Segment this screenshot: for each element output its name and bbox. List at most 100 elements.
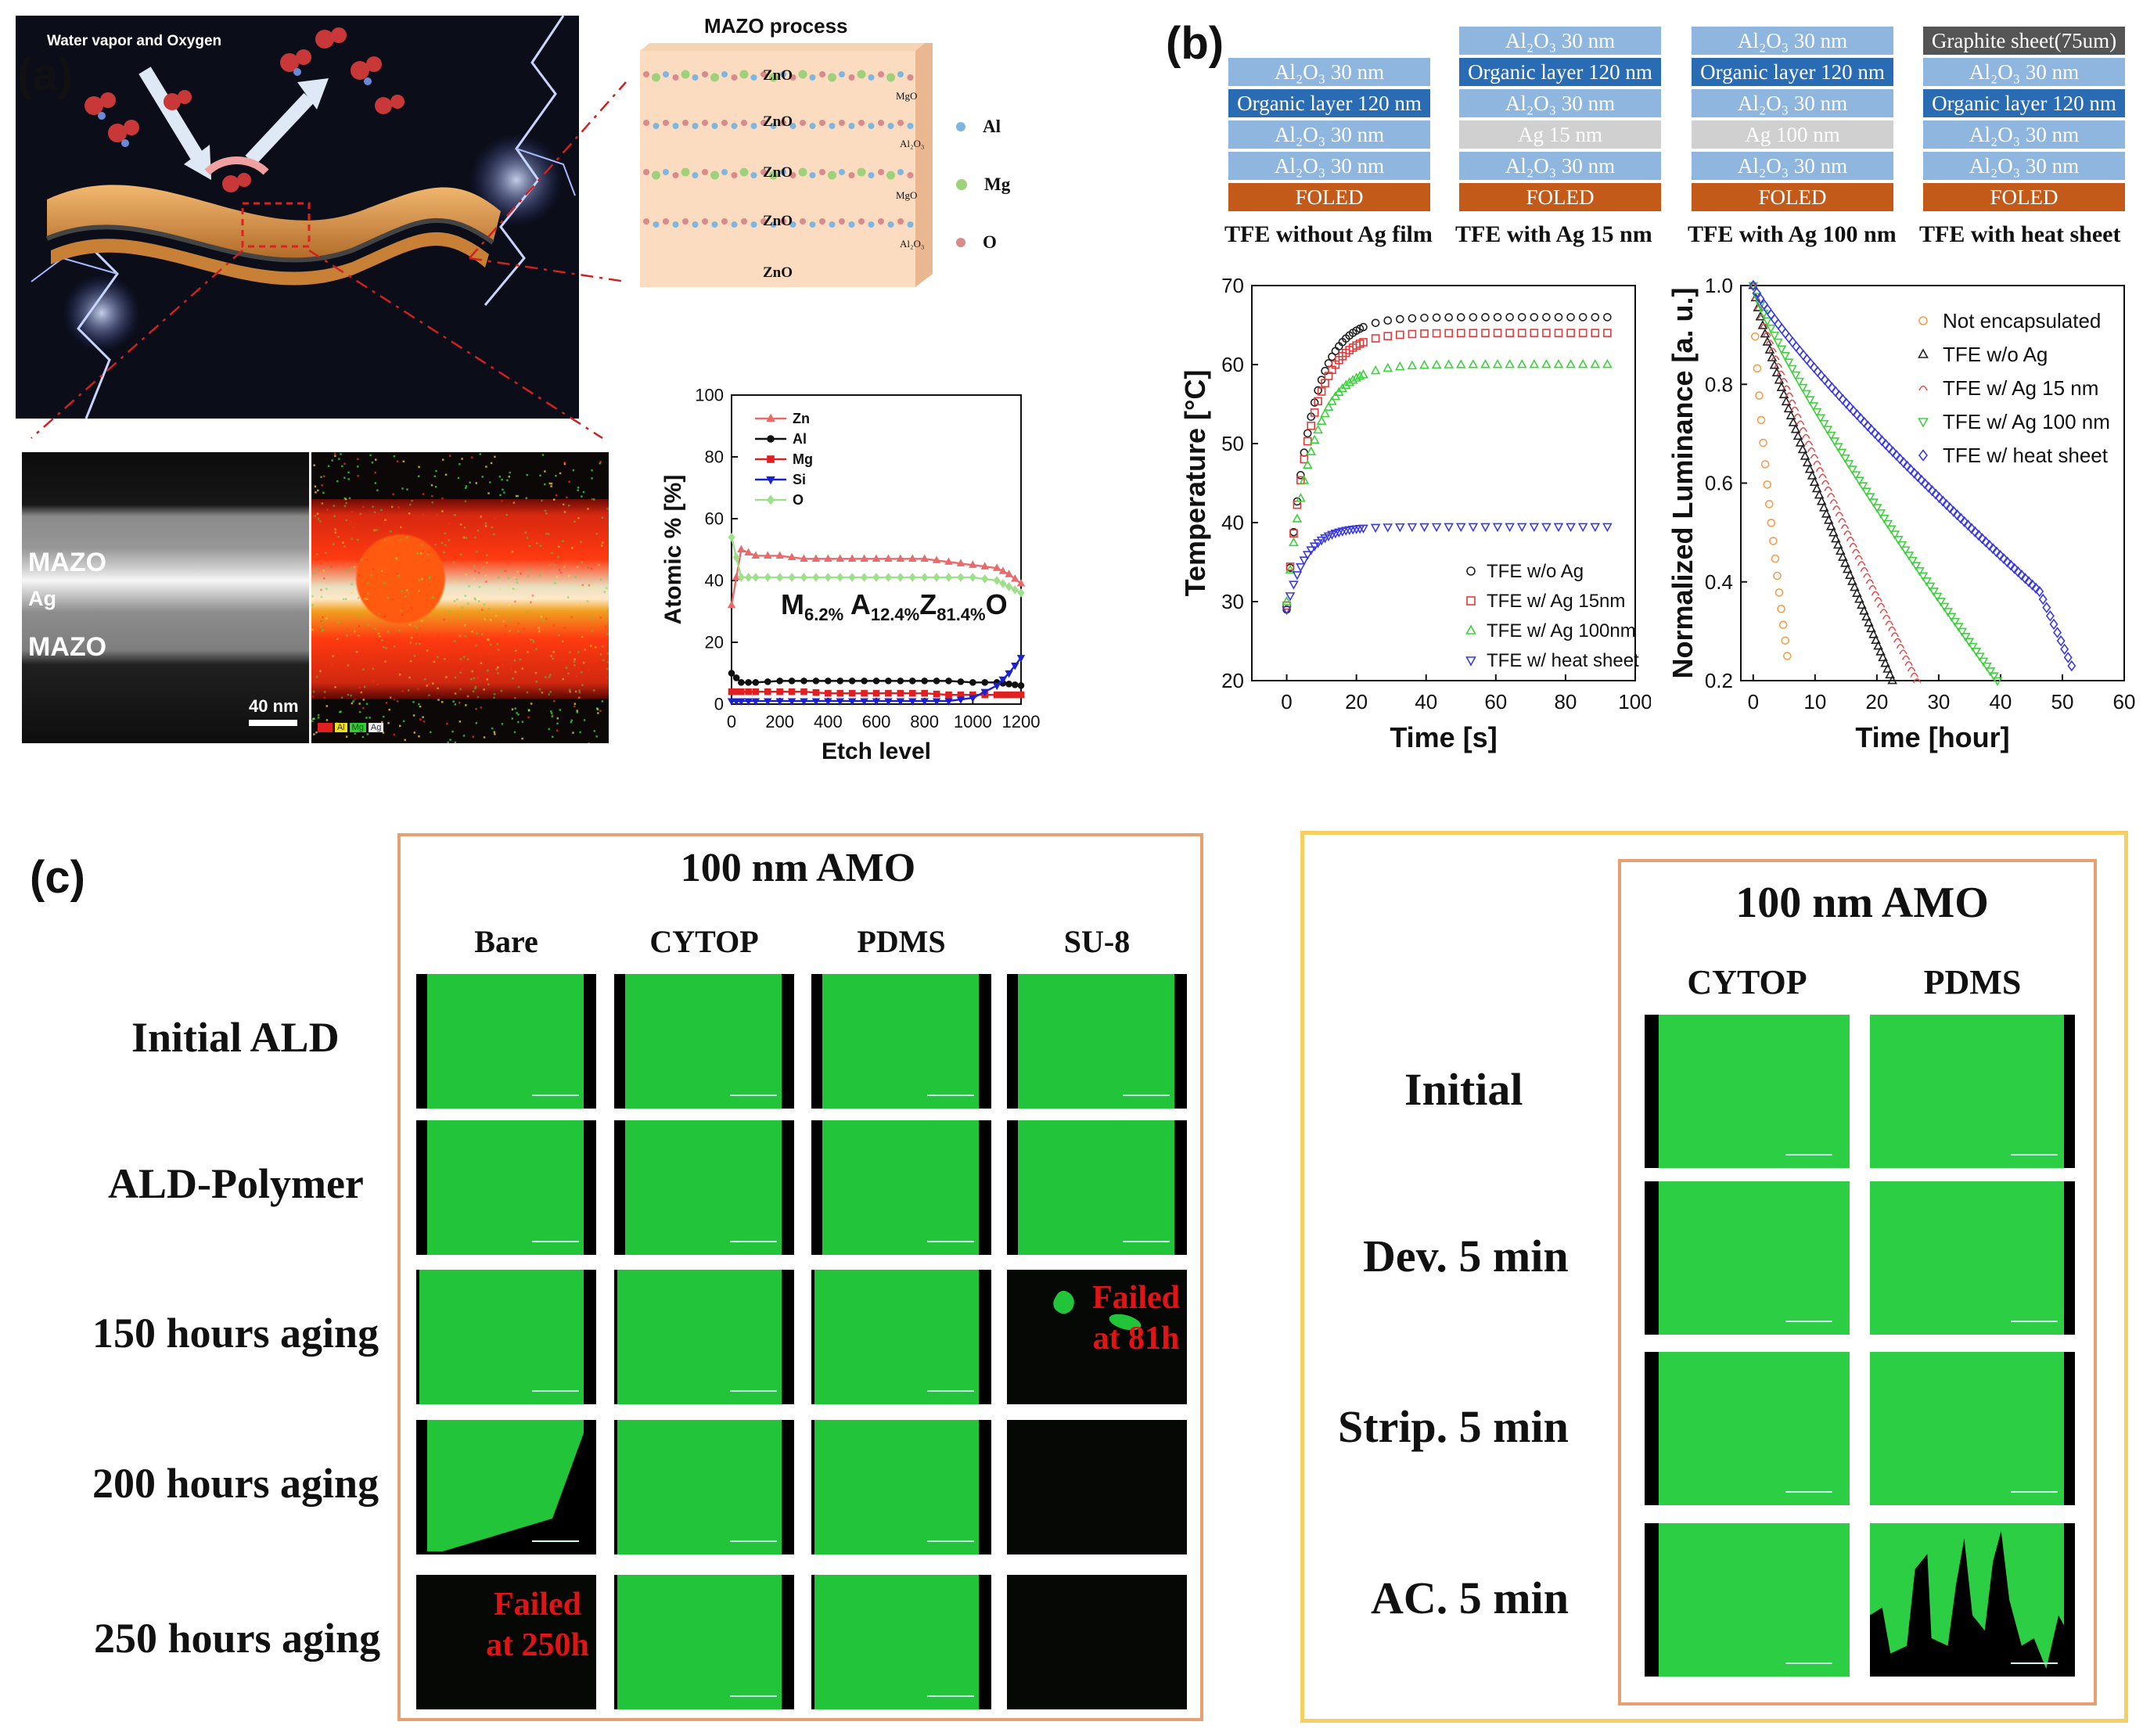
data-point	[1331, 347, 1340, 356]
stack-caption: TFE with Ag 100 nm	[1688, 221, 1897, 247]
eds-pixel	[432, 682, 434, 685]
green-residue	[1049, 1288, 1079, 1317]
eds-pixel	[544, 483, 546, 486]
eds-pixel	[448, 523, 451, 525]
data-point	[1420, 313, 1429, 322]
data-point	[1566, 523, 1576, 533]
data-point	[2035, 585, 2044, 598]
eds-pixel	[343, 497, 346, 500]
data-point	[1800, 451, 1810, 460]
data-point	[1759, 438, 1767, 447]
scale-bar	[2011, 1491, 2058, 1501]
data-point	[2020, 573, 2030, 584]
data-point	[1871, 634, 1881, 644]
data-point	[993, 576, 1001, 585]
data-point	[1408, 314, 1417, 323]
data-point	[1830, 533, 1841, 543]
eds-pixel	[480, 706, 483, 709]
eds-pixel	[471, 670, 473, 673]
micrograph-cell	[416, 1420, 596, 1554]
eds-pixel	[330, 663, 333, 666]
data-point	[1913, 471, 1922, 483]
eds-pixel	[577, 516, 580, 519]
eds-pixel	[557, 555, 559, 559]
data-point	[848, 689, 856, 697]
data-point	[1852, 588, 1862, 597]
eds-pixel	[506, 479, 509, 482]
sample-edge	[614, 1575, 617, 1709]
eds-pixel	[551, 552, 553, 555]
eds-pixel	[459, 523, 462, 526]
eds-pixel	[381, 721, 383, 724]
atom-dot	[907, 221, 914, 228]
eds-pixel	[514, 696, 516, 699]
data-point	[908, 678, 916, 685]
eds-pixel	[544, 509, 547, 512]
tem-scale-label: 40 nm	[249, 696, 299, 716]
data-point	[1773, 338, 1783, 348]
eds-pixel	[461, 668, 464, 670]
eds-pixel	[591, 498, 594, 501]
eds-pixel	[348, 497, 351, 500]
data-point	[1778, 620, 1788, 630]
eds-pixel	[499, 494, 502, 497]
data-point	[1554, 329, 1563, 337]
eds-pixel	[473, 677, 476, 680]
eds-pixel	[396, 573, 399, 575]
eds-pixel	[469, 481, 471, 484]
data-point	[1762, 336, 1773, 346]
stack-caption: TFE with Ag 15 nm	[1455, 221, 1652, 247]
data-point	[1899, 649, 1907, 655]
data-point	[1516, 523, 1527, 533]
eds-pixel	[325, 617, 328, 620]
micrograph-cell	[1645, 1015, 1850, 1168]
eds-pixel	[462, 536, 466, 539]
eds-pixel	[555, 494, 558, 497]
x-axis-label: Time [s]	[1390, 721, 1497, 753]
scale-bar	[927, 1094, 974, 1104]
atom-dot	[731, 221, 738, 228]
eds-pixel	[360, 559, 363, 561]
data-point	[1468, 523, 1479, 533]
eds-pixel	[454, 640, 456, 642]
data-point	[969, 679, 976, 686]
data-point	[1885, 620, 1893, 626]
eds-pixel	[487, 492, 490, 494]
data-point	[944, 698, 953, 706]
eds-pixel	[454, 676, 457, 679]
data-point	[1371, 318, 1380, 328]
data-point	[1970, 526, 1979, 537]
eds-pixel	[333, 505, 336, 507]
data-point	[727, 600, 736, 609]
eds-pixel	[587, 669, 590, 672]
eds-pixel	[325, 719, 329, 721]
eds-pixel	[358, 710, 361, 713]
eds-pixel	[479, 453, 482, 455]
data-point	[1953, 623, 1964, 632]
data-point	[1971, 648, 1982, 657]
eds-pixel	[436, 656, 439, 659]
eds-pixel	[353, 566, 356, 568]
eds-pixel	[394, 645, 396, 648]
eds-pixel	[493, 696, 495, 699]
data-point	[1818, 473, 1827, 479]
atom-dot	[828, 73, 836, 82]
eds-pixel	[323, 691, 326, 693]
data-point	[1840, 524, 1850, 530]
atom-dot	[710, 73, 719, 82]
data-point	[1749, 279, 1758, 292]
eds-pixel	[385, 702, 388, 704]
eds-pixel	[580, 541, 582, 543]
atom-dot	[653, 123, 660, 129]
eds-pixel	[516, 712, 518, 714]
eds-pixel	[558, 569, 561, 571]
eds-pixel	[357, 465, 359, 468]
data-point	[1327, 396, 1337, 405]
eds-pixel	[477, 571, 480, 574]
eds-pixel	[591, 469, 593, 472]
atom-dot	[848, 74, 855, 81]
data-point	[1785, 410, 1796, 419]
interlayer-label-3: MgO	[896, 189, 918, 201]
eds-pixel	[562, 503, 565, 506]
